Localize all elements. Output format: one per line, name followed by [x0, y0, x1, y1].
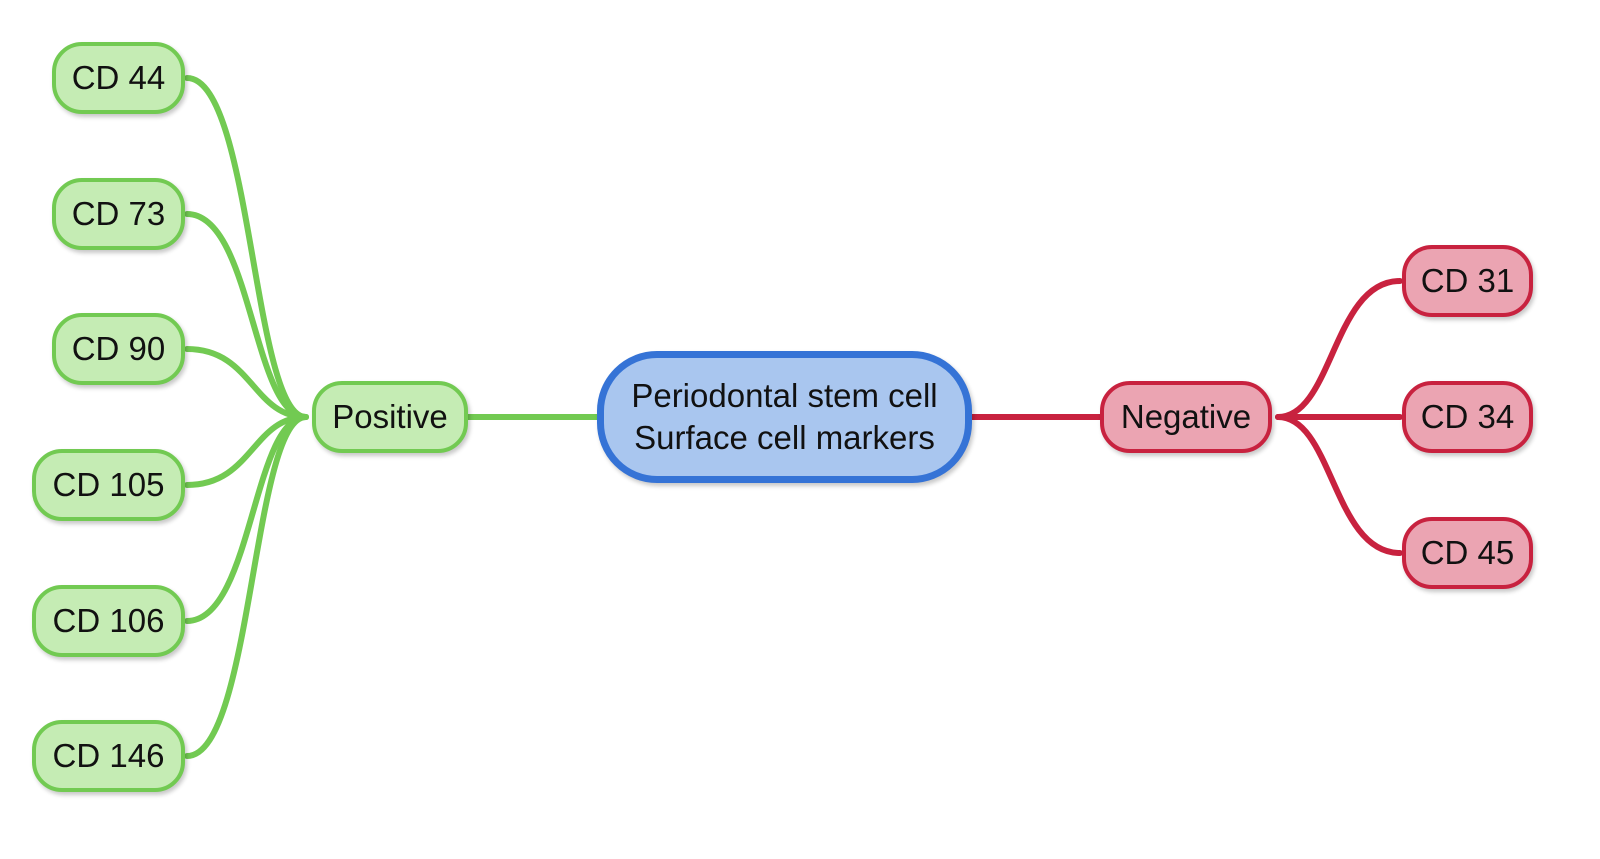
marker-node-cd146[interactable]: CD 146 [32, 720, 185, 792]
marker-label: CD 34 [1420, 398, 1515, 435]
connector-positive-child [184, 414, 309, 624]
marker-label: CD 45 [1420, 534, 1515, 571]
connector-negative-child [1275, 278, 1403, 420]
marker-label: CD 106 [52, 602, 165, 639]
central-topic-node[interactable]: Periodontal stem cell Surface cell marke… [597, 351, 972, 483]
connector-positive-child [184, 414, 309, 759]
negative-branch-node[interactable]: Negative [1100, 381, 1272, 453]
marker-node-cd34[interactable]: CD 34 [1402, 381, 1533, 453]
connector-positive-child [184, 75, 309, 420]
marker-node-cd73[interactable]: CD 73 [52, 178, 185, 250]
connector-positive-child [184, 346, 309, 420]
central-topic-line-2: Surface cell markers [634, 419, 935, 456]
marker-node-cd105[interactable]: CD 105 [32, 449, 185, 521]
marker-node-cd45[interactable]: CD 45 [1402, 517, 1533, 589]
marker-node-cd90[interactable]: CD 90 [52, 313, 185, 385]
marker-label: CD 146 [52, 737, 165, 774]
positive-branch-node[interactable]: Positive [312, 381, 468, 453]
central-topic-line-1: Periodontal stem cell [631, 377, 938, 414]
connector-positive-child [184, 211, 309, 420]
negative-branch-label: Negative [1120, 398, 1252, 435]
marker-label: CD 90 [71, 330, 166, 367]
positive-branch-label: Positive [332, 398, 448, 435]
marker-label: CD 31 [1420, 262, 1515, 299]
marker-label: CD 44 [71, 59, 166, 96]
marker-node-cd106[interactable]: CD 106 [32, 585, 185, 657]
marker-label: CD 105 [52, 466, 165, 503]
connector-negative-child [1275, 414, 1403, 556]
connector-positive-child [184, 414, 309, 488]
marker-node-cd31[interactable]: CD 31 [1402, 245, 1533, 317]
marker-label: CD 73 [71, 195, 166, 232]
marker-node-cd44[interactable]: CD 44 [52, 42, 185, 114]
